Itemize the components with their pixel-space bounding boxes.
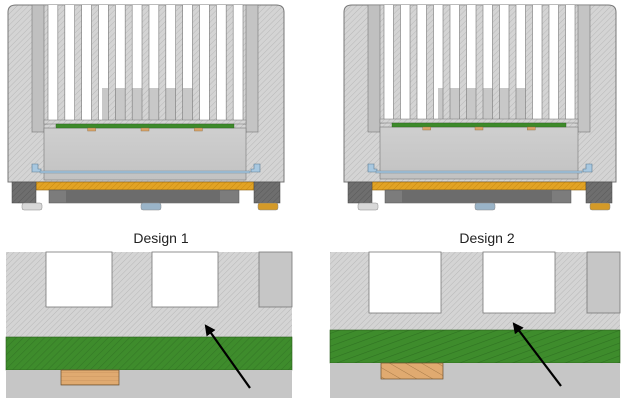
bottom-cover-inner: [402, 190, 552, 203]
heatsink-fin: [209, 4, 217, 125]
design-2-detail-view: [329, 251, 621, 398]
design-1-caption: Design 1: [133, 230, 189, 246]
heatsink-fin: [175, 4, 183, 125]
fin-gap: [45, 251, 113, 308]
heatsink-fin: [393, 4, 401, 124]
fin-gap: [482, 251, 556, 314]
heatsink-fin: [442, 4, 451, 124]
cavity-section: [330, 363, 620, 398]
component: [87, 127, 96, 132]
heatsink-fin: [409, 4, 418, 124]
heatsink-fin: [158, 4, 167, 125]
side-channel-right: [577, 4, 591, 133]
fin-base: [379, 118, 579, 124]
pcb-section: [5, 336, 293, 371]
side-channel: [258, 251, 293, 308]
pointer-arrow: [204, 324, 251, 389]
bottom-foot-left: [347, 181, 373, 204]
pcb-section: [329, 329, 621, 364]
heatsink-fin: [91, 4, 99, 125]
fin-gap: [151, 251, 219, 308]
heatsink-fin: [459, 4, 467, 124]
bottom-cover-inner: [66, 190, 220, 203]
component-section: [60, 369, 120, 386]
heatsink-fin: [57, 4, 66, 125]
bottom-foot-right: [585, 181, 613, 204]
heatsink-fin: [558, 4, 566, 124]
side-channel: [586, 251, 621, 314]
heatsink-fin: [225, 4, 234, 125]
pcb: [55, 123, 235, 129]
bottom-foot-left: [11, 181, 37, 204]
component-section: [380, 362, 444, 380]
component: [474, 126, 484, 131]
fin-gap: [368, 251, 442, 314]
component: [140, 127, 150, 132]
component: [194, 127, 203, 132]
pointer-arrow: [512, 322, 562, 387]
heatsink-fin: [108, 4, 116, 125]
seal-gasket: [39, 170, 251, 174]
side-channel-left: [367, 4, 381, 133]
screw-head: [21, 202, 43, 211]
heatsink-fin: [525, 4, 533, 124]
screw-head: [474, 202, 496, 211]
seal-clip-right: [250, 163, 261, 173]
base-plate: [371, 181, 587, 191]
seal-clip-right: [582, 163, 593, 173]
electronics-cavity: [379, 126, 579, 180]
fin-base: [43, 119, 247, 125]
screw-head: [257, 202, 279, 211]
heatsink-fin: [541, 4, 550, 124]
design-2-overview: [343, 4, 617, 211]
design-2-caption: Design 2: [459, 230, 515, 246]
bottom-foot-right: [253, 181, 281, 204]
component: [527, 126, 536, 131]
design-1-detail-view: [5, 251, 293, 398]
screw-head: [357, 202, 379, 211]
heatsink-fin: [192, 4, 200, 125]
seal-gasket: [375, 170, 583, 174]
heatsink-fin: [74, 4, 82, 125]
heatsink-fin: [475, 4, 484, 124]
heatsink-fin: [492, 4, 500, 124]
side-channel-left: [31, 4, 45, 133]
design-1-overview: [7, 4, 285, 211]
pcb: [391, 122, 567, 128]
heatsink-fin: [508, 4, 517, 124]
side-channel-right: [245, 4, 259, 133]
heatsink-fin: [426, 4, 434, 124]
cavity-section: [6, 370, 292, 398]
heatsink-fin: [124, 4, 133, 125]
base-plate: [35, 181, 255, 191]
screw-head: [589, 202, 611, 211]
heatsink-fin: [141, 4, 150, 125]
component: [422, 126, 431, 131]
screw-head: [140, 202, 162, 211]
